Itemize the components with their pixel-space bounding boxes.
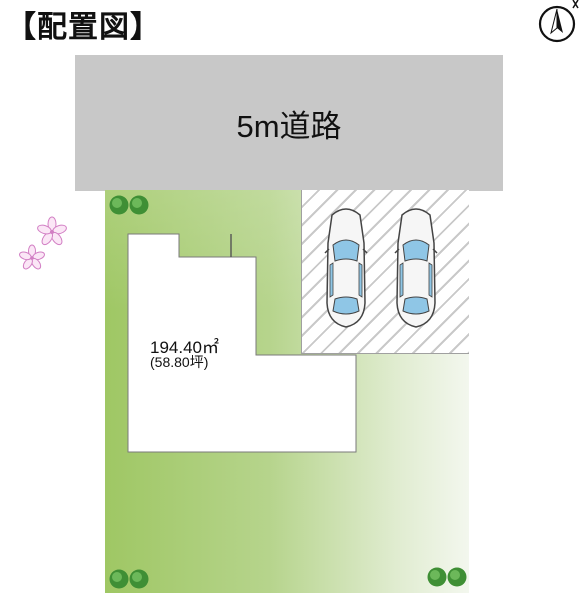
compass-icon [538, 0, 579, 43]
page-title: 【配置図】 [6, 10, 161, 45]
road-label: 5m道路 [236, 108, 342, 144]
shrub-icon [427, 567, 467, 587]
area-label: 194.40㎡ [150, 338, 219, 357]
car-icon [324, 208, 368, 328]
cherry-blossom-icon [19, 216, 67, 270]
car-icon [394, 208, 438, 328]
road: 5m道路 [75, 55, 503, 191]
tsubo-label: (58.80坪) [150, 354, 209, 370]
shrub-icon [109, 195, 149, 215]
shrub-icon [109, 569, 149, 589]
